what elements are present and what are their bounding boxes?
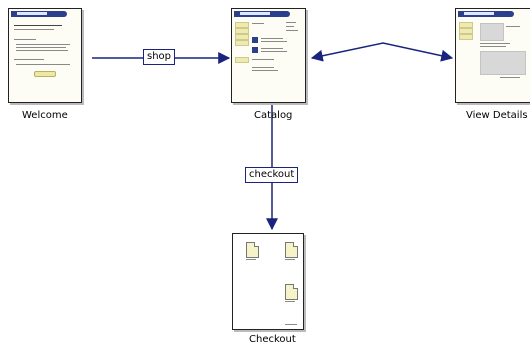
node-caption-checkout: Checkout (249, 334, 296, 345)
welcome-page-thumbnail[interactable] (8, 8, 82, 103)
edge-label-checkout: checkout (245, 167, 299, 183)
view-details-page-thumbnail[interactable] (455, 8, 530, 103)
edge-label-shop: shop (143, 49, 176, 65)
edge-catalog-view-details (310, 42, 454, 62)
node-caption-view-details: View Details (466, 110, 528, 121)
catalog-page-thumbnail[interactable] (231, 8, 306, 103)
node-caption-catalog: Catalog (254, 110, 293, 121)
node-caption-welcome: Welcome (22, 110, 68, 121)
checkout-page-thumbnail[interactable] (232, 233, 304, 330)
